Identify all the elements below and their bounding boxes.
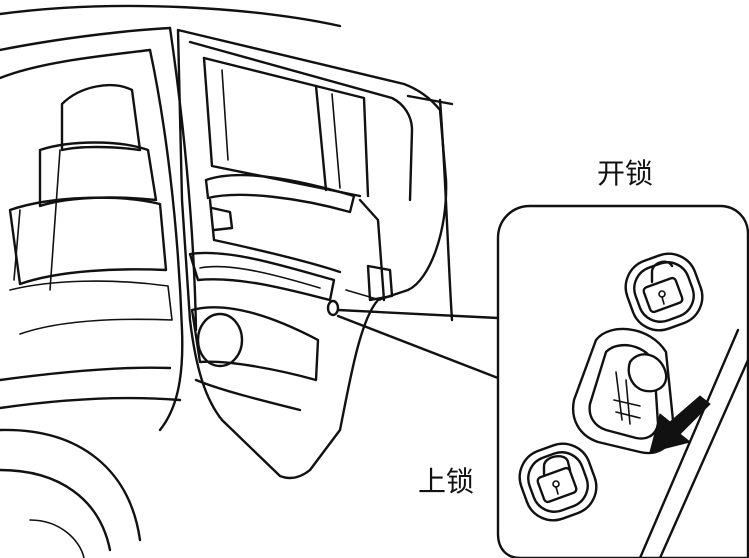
rear-seat: [8, 83, 173, 335]
callout-leader: [336, 308, 500, 380]
rear-door: [176, 28, 448, 480]
arrow-down-left-icon: [649, 395, 711, 453]
unlock-label: 开锁: [597, 157, 654, 190]
padlock-open-icon: [642, 260, 684, 314]
unlock-button: [624, 252, 704, 332]
padlock-closed-icon: [536, 455, 578, 504]
lock-button: [518, 442, 598, 522]
lock-label: 上锁: [418, 465, 475, 498]
